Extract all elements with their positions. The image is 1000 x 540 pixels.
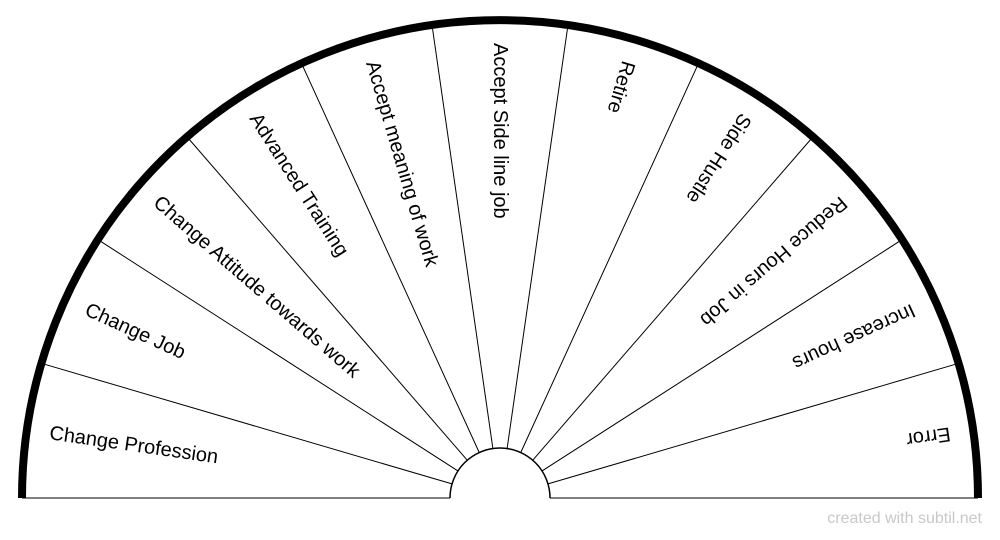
- sector-divider: [431, 24, 494, 449]
- sector-divider: [186, 136, 468, 461]
- chart-background: [22, 20, 978, 498]
- sector-divider: [541, 239, 903, 472]
- sector-divider: [97, 239, 459, 472]
- sector-divider: [300, 62, 480, 453]
- watermark-text: created with subtil.net: [827, 510, 982, 527]
- outer-arc: [18, 16, 982, 499]
- sector-divider: [520, 62, 700, 453]
- inner-hub: [449, 447, 551, 499]
- sector-label: Accept Side line job: [489, 43, 511, 219]
- sector-divider: [506, 24, 569, 449]
- sector-divider: [532, 136, 814, 461]
- sector-divider: [547, 362, 959, 485]
- sector-divider: [41, 362, 453, 485]
